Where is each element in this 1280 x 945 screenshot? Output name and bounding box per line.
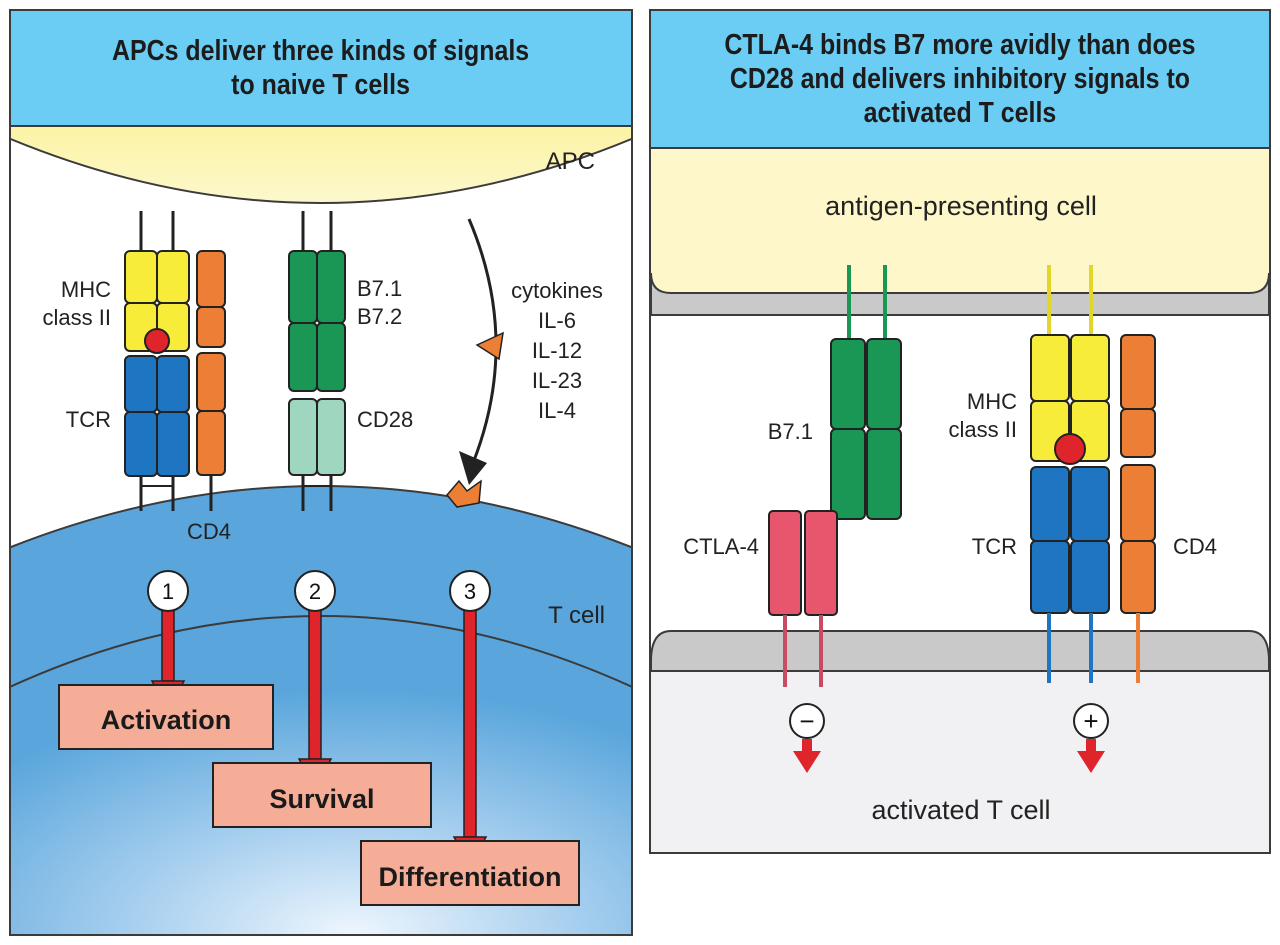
apc-cell — [651, 147, 1269, 293]
cd4-label: CD4 — [1173, 534, 1217, 559]
inhibitory-signal: − — [789, 703, 825, 773]
tcr-domain — [1070, 466, 1110, 542]
activation-box — [58, 684, 274, 750]
t-cell-membrane — [651, 630, 1269, 672]
b7-label-line1: B7.1 — [357, 276, 402, 301]
peptide — [144, 328, 170, 354]
b7-domain — [288, 250, 318, 324]
left-panel-title: APCs deliver three kinds of signals to n… — [112, 35, 530, 101]
left-panel-header: APCs deliver three kinds of signals to n… — [11, 11, 631, 127]
mhc-label-line1: MHC — [967, 389, 1017, 414]
tcr-domain — [1070, 540, 1110, 614]
left-panel: 1 2 3 Activation Survival Differentiatio… — [9, 9, 633, 936]
signal-number-3: 3 — [449, 570, 491, 612]
tcr-domain — [1030, 466, 1070, 542]
cytokine-il6: IL-6 — [538, 308, 576, 333]
mhc-label-line2: class II — [43, 305, 111, 330]
ctla4-domain — [804, 510, 838, 616]
cytokine — [475, 331, 504, 361]
peptide — [1054, 433, 1086, 465]
cytokines-label: cytokines — [511, 278, 603, 303]
b7-domain — [316, 322, 346, 392]
tcr-domain — [156, 411, 190, 477]
b7-domain — [866, 338, 902, 430]
signal-number-3-text: 3 — [464, 579, 476, 604]
minus-sign: − — [799, 706, 814, 736]
left-diagram: 1 2 3 Activation Survival Differentiatio… — [11, 124, 631, 934]
cd4-domain — [196, 352, 226, 412]
b7-1-protein — [830, 265, 902, 520]
survival-box — [212, 762, 432, 828]
minus-circle — [789, 703, 825, 739]
cd4-domain — [196, 250, 226, 308]
signal-number-2: 2 — [294, 570, 336, 612]
tcr-domain — [124, 411, 158, 477]
b7-domain — [866, 428, 902, 520]
apc-label: antigen-presenting cell — [825, 191, 1097, 221]
signal-number-2-text: 2 — [309, 579, 321, 604]
mhc-label-line1: MHC — [61, 277, 111, 302]
cd4-domain — [196, 410, 226, 476]
plus-circle — [1073, 703, 1109, 739]
b7-domain — [830, 338, 866, 430]
differentiation-label: Differentiation — [378, 862, 561, 892]
cd4-domain — [1120, 408, 1156, 458]
mhc-tcr-cd4-complex — [1030, 265, 1156, 683]
cytokine-arrow — [446, 218, 504, 508]
b7-domain — [830, 428, 866, 520]
activation-label: Activation — [101, 705, 232, 735]
cd4-domain — [1120, 334, 1156, 410]
right-diagram: − + antigen-presenting cell activated T … — [651, 147, 1269, 852]
b7-domain — [316, 250, 346, 324]
right-panel: − + antigen-presenting cell activated T … — [649, 9, 1271, 854]
tcr-label: TCR — [66, 407, 111, 432]
mhc-label-line2: class II — [949, 417, 1017, 442]
b7-label: B7.1 — [768, 419, 813, 444]
t-cell-label: T cell — [548, 602, 605, 629]
cd28-label: CD28 — [357, 407, 413, 432]
mhc-domain — [1030, 334, 1070, 402]
mhc-domain — [1070, 334, 1110, 402]
plus-sign: + — [1083, 706, 1098, 736]
b7-domain — [288, 322, 318, 392]
t-cell-label: activated T cell — [871, 795, 1050, 825]
apc-cell — [11, 124, 631, 204]
cd4-domain — [1120, 540, 1156, 614]
cytokine-il4: IL-4 — [538, 398, 576, 423]
cytokine-il23: IL-23 — [532, 368, 582, 393]
b7-cd28-complex — [288, 211, 346, 511]
cd4-domain — [196, 306, 226, 348]
signal-number-1-text: 1 — [162, 579, 174, 604]
cd4-domain — [1120, 464, 1156, 542]
apc-label: APC — [546, 148, 595, 175]
cd4-label: CD4 — [187, 519, 231, 544]
tcr-label: TCR — [972, 534, 1017, 559]
mhc-domain — [124, 250, 158, 304]
b7-label-line2: B7.2 — [357, 304, 402, 329]
tcr-domain — [156, 355, 190, 413]
cd28-domain — [288, 398, 318, 476]
differentiation-box — [360, 840, 580, 906]
ctla4-label: CTLA-4 — [683, 534, 759, 559]
survival-label: Survival — [269, 784, 374, 814]
mhc-tcr-cd4-complex — [124, 211, 226, 511]
right-panel-title: CTLA-4 binds B7 more avidly than does CD… — [724, 29, 1196, 129]
ctla4-protein — [768, 510, 838, 687]
right-panel-header: CTLA-4 binds B7 more avidly than does CD… — [651, 11, 1269, 149]
cytokine-receptor — [446, 479, 482, 508]
t-cell-body — [651, 671, 1269, 852]
activating-signal: + — [1073, 703, 1109, 773]
tcr-domain — [1030, 540, 1070, 614]
ctla4-domain — [768, 510, 802, 616]
cd28-domain — [316, 398, 346, 476]
signal-number-1: 1 — [147, 570, 189, 612]
cytokine-il12: IL-12 — [532, 338, 582, 363]
tcr-domain — [124, 355, 158, 413]
mhc-domain — [156, 250, 190, 304]
